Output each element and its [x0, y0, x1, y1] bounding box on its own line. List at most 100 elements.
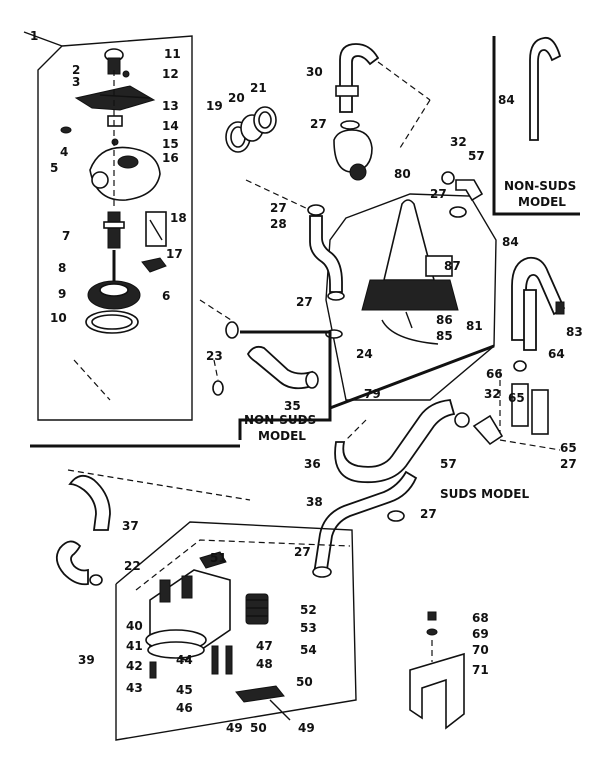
callout-48: 48: [256, 657, 273, 671]
tub-assembly: [245, 179, 497, 401]
callout-79: 79: [364, 387, 381, 401]
callout-17: 17: [166, 247, 183, 261]
callout-57-b: 57: [440, 457, 457, 471]
callout-30: 30: [306, 65, 323, 79]
hose-28: [307, 204, 345, 301]
callout-69: 69: [472, 627, 489, 641]
seal-rings: [225, 106, 277, 153]
callout-43: 43: [126, 681, 143, 695]
callout-53: 53: [300, 621, 317, 635]
callout-32-a: 32: [450, 135, 467, 149]
callout-24: 24: [356, 347, 373, 361]
callout-50-b: 50: [250, 721, 267, 735]
callout-10: 10: [50, 311, 67, 325]
callout-6: 6: [162, 289, 170, 303]
callout-51: 51: [210, 551, 227, 565]
pump-group-parts: [60, 48, 167, 401]
motor-group-box: [115, 521, 357, 741]
model-labels: NON-SUDS MODEL NON-SUDS MODEL SUDS MODEL: [244, 179, 576, 501]
callout-52: 52: [300, 603, 317, 617]
callout-40: 40: [126, 619, 143, 633]
callout-65-b: 65: [560, 441, 577, 455]
callout-27-f: 27: [294, 545, 311, 559]
callout-64: 64: [548, 347, 565, 361]
callout-32-b: 32: [484, 387, 501, 401]
callout-16: 16: [162, 151, 179, 165]
callout-45: 45: [176, 683, 193, 697]
callout-37: 37: [122, 519, 139, 533]
callout-36: 36: [304, 457, 321, 471]
callout-15: 15: [162, 137, 179, 151]
callout-41: 41: [126, 639, 143, 653]
callout-57-a: 57: [468, 149, 485, 163]
callout-71: 71: [472, 663, 489, 677]
callout-labels: 1 2 3 4 5 6 7 8 9 10 11 12 13 14 15 16 1…: [30, 29, 583, 735]
callout-47: 47: [256, 639, 273, 653]
callout-13: 13: [162, 99, 179, 113]
callout-8: 8: [58, 261, 66, 275]
callout-66: 66: [486, 367, 503, 381]
callout-21: 21: [250, 81, 267, 95]
callout-39: 39: [78, 653, 95, 667]
callout-9: 9: [58, 287, 66, 301]
non-suds-right: [492, 36, 580, 216]
callout-68: 68: [472, 611, 489, 625]
callout-5: 5: [50, 161, 58, 175]
top-hose-assembly: [333, 43, 431, 181]
ring-23: [199, 299, 239, 396]
callout-27-c: 27: [296, 295, 313, 309]
callout-11: 11: [164, 47, 181, 61]
drain-hose: [312, 399, 456, 578]
callout-19: 19: [206, 99, 223, 113]
callout-14: 14: [162, 119, 179, 133]
callout-4: 4: [60, 145, 68, 159]
callout-50-a: 50: [296, 675, 313, 689]
callout-80: 80: [394, 167, 411, 181]
callout-84-a: 84: [498, 93, 515, 107]
callout-18: 18: [170, 211, 187, 225]
non-suds-label-top-line2: MODEL: [518, 195, 566, 209]
callout-84-b: 84: [502, 235, 519, 249]
callout-81: 81: [466, 319, 483, 333]
bracket-assembly: [409, 611, 465, 730]
callout-54: 54: [300, 643, 317, 657]
pump-group-box: [23, 31, 193, 421]
callout-86: 86: [436, 313, 453, 327]
non-suds-label-center-line1: NON-SUDS: [244, 413, 316, 427]
callout-2: 2: [72, 63, 80, 77]
callout-3: 3: [72, 75, 80, 89]
callout-1: 1: [30, 29, 38, 43]
section-divider: [30, 344, 495, 448]
callout-87: 87: [444, 259, 461, 273]
callout-20: 20: [228, 91, 245, 105]
callout-27-b: 27: [270, 201, 287, 215]
callout-28: 28: [270, 217, 287, 231]
callout-27-e: 27: [420, 507, 437, 521]
non-suds-label-top-line1: NON-SUDS: [504, 179, 576, 193]
callout-49-a: 49: [226, 721, 243, 735]
callout-85: 85: [436, 329, 453, 343]
callout-70: 70: [472, 643, 489, 657]
callout-22: 22: [124, 559, 141, 573]
callout-49-b: 49: [298, 721, 315, 735]
right-hoses: [499, 256, 566, 451]
callout-46: 46: [176, 701, 193, 715]
callout-27-d: 27: [430, 187, 447, 201]
non-suds-label-center-line2: MODEL: [258, 429, 306, 443]
callout-12: 12: [162, 67, 179, 81]
connector-57: [441, 171, 504, 446]
callout-35: 35: [284, 399, 301, 413]
callout-83: 83: [566, 325, 583, 339]
callout-38: 38: [306, 495, 323, 509]
callout-65-a: 65: [508, 391, 525, 405]
callout-44: 44: [176, 653, 193, 667]
hose-37: [55, 469, 251, 586]
callout-27-a: 27: [310, 117, 327, 131]
motor-group-parts: [145, 551, 291, 721]
suds-model-label: SUDS MODEL: [440, 487, 529, 501]
callout-23: 23: [206, 349, 223, 363]
callout-7: 7: [62, 229, 70, 243]
callout-27-g: 27: [560, 457, 577, 471]
callout-42: 42: [126, 659, 143, 673]
